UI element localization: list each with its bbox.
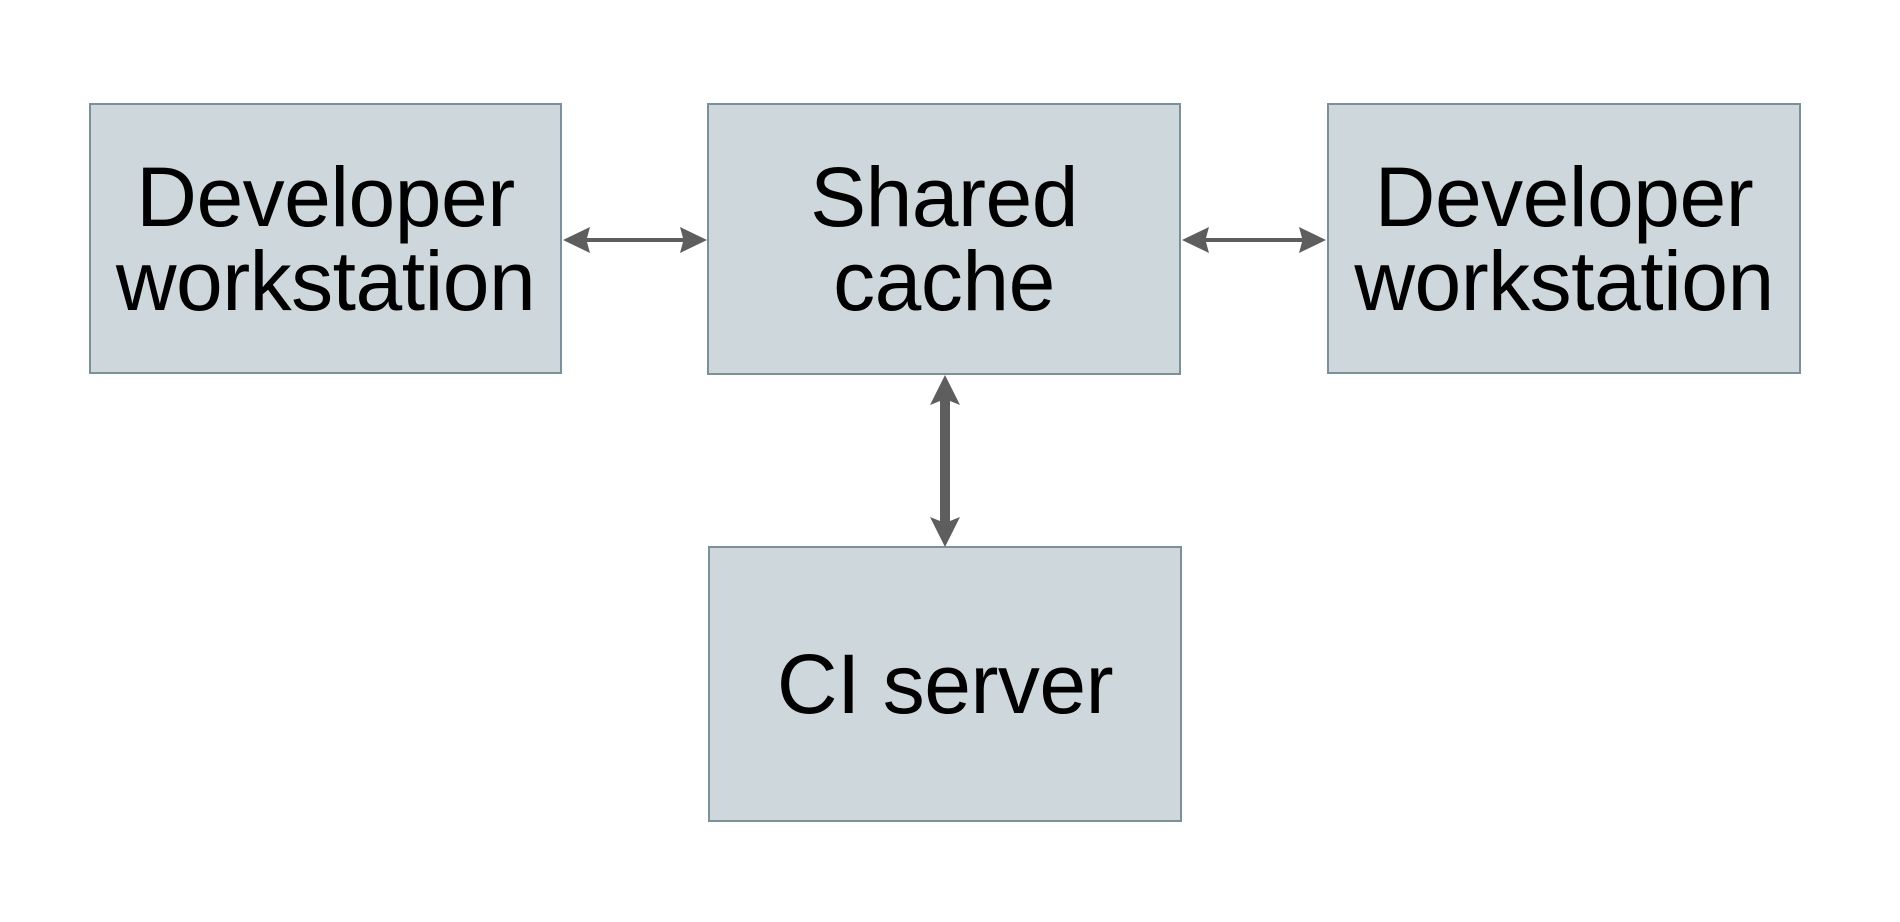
edge-shared-cache-to-developer-right — [1182, 227, 1326, 253]
node-label: Developer workstation — [115, 149, 536, 328]
edge-shared-cache-to-ci-server — [930, 375, 960, 547]
double-headed-arrow-icon — [930, 375, 960, 547]
double-headed-arrow-icon — [1182, 227, 1326, 253]
edge-developer-left-to-shared-cache — [563, 227, 707, 253]
node-label: CI server — [776, 637, 1114, 731]
node-ci-server[interactable]: CI server — [708, 546, 1182, 822]
node-label: Shared cache — [810, 150, 1078, 328]
node-shared-cache[interactable]: Shared cache — [707, 103, 1181, 375]
double-headed-arrow-icon — [563, 227, 707, 253]
node-developer-workstation-right[interactable]: Developer workstation — [1327, 103, 1801, 374]
node-label: Developer workstation — [1354, 149, 1774, 328]
node-developer-workstation-left[interactable]: Developer workstation — [89, 103, 562, 374]
